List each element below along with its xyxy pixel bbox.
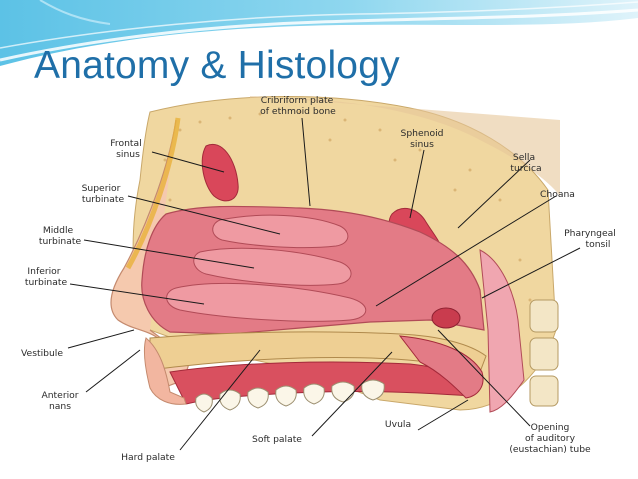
- inferior-turbinate-shape: [166, 283, 367, 322]
- label-superior-turbinate-line2: turbinate: [82, 194, 125, 205]
- label-middle-turbinate: Middle: [43, 225, 74, 236]
- label-inferior-turbinate-line2: turbinate: [25, 277, 68, 288]
- teeth: [195, 379, 385, 413]
- soft-palate-shape: [398, 335, 484, 399]
- label-frontal-sinus-line2: sinus: [116, 149, 140, 160]
- label-opening-auditory-tube: Opening: [531, 422, 570, 433]
- label-sella-turcica: Sella: [513, 152, 535, 163]
- label-opening-auditory-tube-line2: of auditory: [525, 433, 576, 444]
- label-sphenoid-sinus: Sphenoid: [401, 128, 444, 139]
- label-choana: Choana: [540, 189, 575, 200]
- label-cribriform-plate: Cribriform plate: [261, 95, 334, 106]
- eustachian-opening-shape: [431, 307, 461, 329]
- upper-lip: [143, 337, 187, 405]
- header-wave-decoration: [0, 0, 638, 66]
- label-pharyngeal-tonsil: Pharyngeal: [564, 228, 616, 239]
- pharynx-wall: [479, 249, 525, 413]
- label-sella-turcica-line2: turcica: [510, 163, 541, 174]
- label-frontal-sinus: Frontal: [110, 138, 141, 149]
- label-sphenoid-sinus-line2: sinus: [410, 139, 434, 150]
- label-anterior-nares-line2: nans: [49, 401, 71, 412]
- label-inferior-turbinate: Inferior: [27, 266, 60, 277]
- nasal-cavity-diagram: Cribriform plate of ethmoid bone Frontal…: [21, 95, 616, 463]
- label-pharyngeal-tonsil-line2: tonsil: [586, 239, 611, 250]
- label-opening-auditory-tube-line3: (eustachian) tube: [509, 444, 591, 455]
- superior-turbinate-shape: [212, 214, 349, 249]
- label-cribriform-plate-line2: of ethmoid bone: [260, 106, 336, 117]
- label-superior-turbinate: Superior: [82, 183, 121, 194]
- leader-lines: [67, 117, 581, 451]
- label-soft-palate: Soft palate: [252, 434, 302, 445]
- middle-turbinate-shape: [193, 247, 352, 286]
- frontal-sinus-shape: [201, 143, 239, 202]
- label-anterior-nares: Anterior: [41, 390, 78, 401]
- label-uvula: Uvula: [385, 419, 411, 430]
- vertebrae: [529, 299, 559, 407]
- label-middle-turbinate-line2: turbinate: [39, 236, 82, 247]
- label-vestibule: Vestibule: [21, 348, 63, 359]
- label-hard-palate: Hard palate: [121, 452, 175, 463]
- slide-title: Anatomy & Histology: [34, 44, 400, 87]
